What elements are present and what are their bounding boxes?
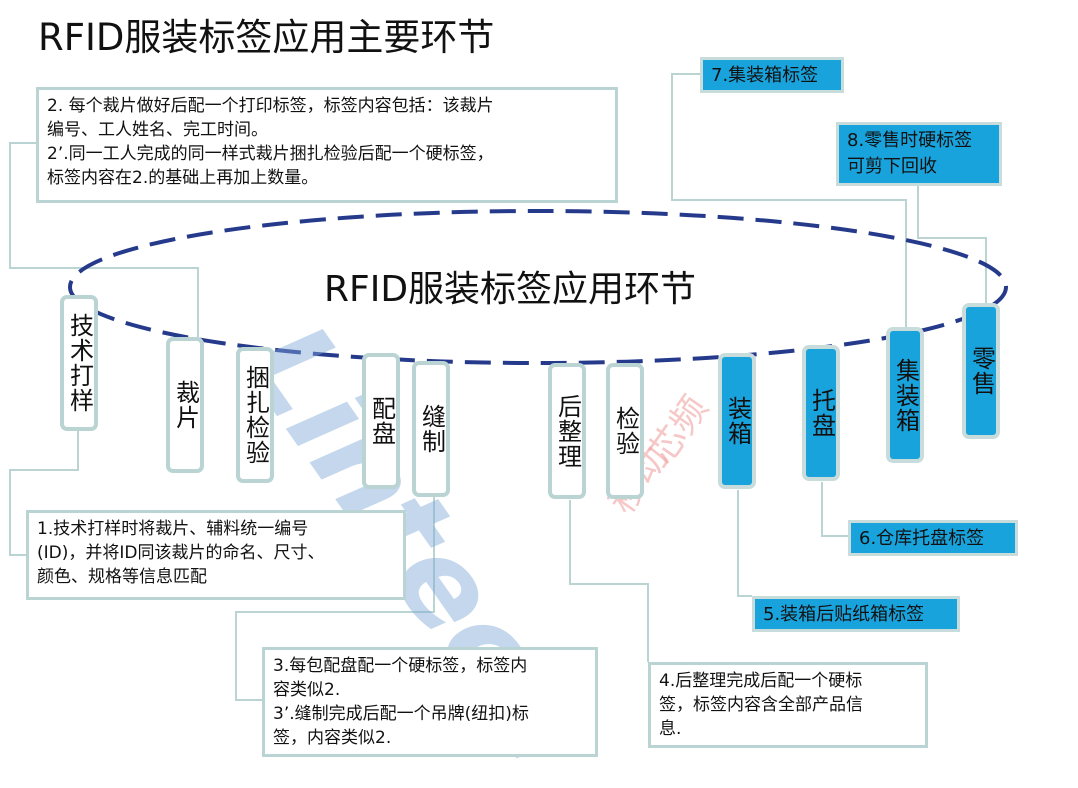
connector-n2-stage2 (9, 142, 199, 340)
stage-label: 零售 (967, 346, 996, 396)
note-line: 息. (659, 719, 682, 739)
connector-n5-stage8 (737, 490, 752, 597)
stage-label: 后整理 (553, 393, 582, 469)
connector-n6-stage9 (821, 482, 848, 537)
stage-label: 裁片 (171, 380, 200, 430)
stage-pallet: 托盘 (802, 345, 840, 481)
connector-layer (9, 73, 1008, 701)
connector-n8-stage11 (917, 184, 987, 304)
note-line: 签，内容类似2. (273, 728, 392, 748)
connector-n7-stage10 (671, 73, 907, 328)
note-line: 颜色、规格等信息匹配 (37, 567, 207, 587)
note-1-sample-id: 1.技术打样时将裁片、辅料统一编号 (ID)，并将ID同该裁片的命名、尺寸、 颜… (26, 510, 406, 600)
note-line: 编号、工人姓名、完工时间。 (47, 120, 268, 140)
stage-packing: 装箱 (718, 353, 756, 489)
stage-retail: 零售 (962, 303, 1000, 439)
page-title: RFID服装标签应用主要环节 (38, 16, 495, 59)
stage-bundle-inspection: 捆扎检验 (236, 347, 274, 483)
note-line: 标签内容在2.的基础上再加上数量。 (47, 168, 319, 188)
ellipse-title: RFID服装标签应用环节 (324, 269, 697, 310)
stage-label: 配盘 (367, 396, 396, 446)
note-4-finishing-label: 4.后整理完成后配一个硬标 签，标签内容含全部产品信 息. (648, 662, 928, 748)
stage-label: 捆扎检验 (241, 365, 270, 465)
connector-n1-stage1 (9, 428, 79, 556)
process-ellipse (68, 209, 1008, 365)
stage-container: 集装箱 (886, 327, 924, 463)
note-line: 3’.缝制完成后配一个吊牌(纽扣)标 (273, 704, 529, 724)
note-line: (ID)，并将ID同该裁片的命名、尺寸、 (37, 543, 325, 563)
stage-finishing: 后整理 (548, 363, 586, 499)
stage-label: 检验 (611, 406, 640, 456)
note-6-pallet-label: 6.仓库托盘标签 (848, 520, 1018, 556)
note-line: 2. 每个裁片做好后配一个打印标签，标签内容包括：该裁片 (47, 96, 494, 116)
note-7-container-label: 7.集装箱标签 (700, 57, 844, 93)
stage-technical-sample: 技术打样 (60, 295, 98, 431)
stage-distribution: 配盘 (362, 353, 400, 489)
note-line: 可剪下回收 (847, 156, 937, 177)
note-3-distribution-label: 3.每包配盘配一个硬标签，标签内 容类似2. 3’.缝制完成后配一个吊牌(纽扣)… (262, 647, 598, 757)
note-line: 签，标签内容含全部产品信 (659, 695, 863, 715)
stage-cutting: 裁片 (166, 337, 204, 473)
connector-n4-stage6 (569, 500, 649, 662)
note-line: 3.每包配盘配一个硬标签，标签内 (273, 656, 528, 676)
note-8-retail-label: 8.零售时硬标签 可剪下回收 (836, 122, 1002, 186)
connector-n3-stage5 (235, 490, 435, 701)
stage-sewing: 缝制 (412, 361, 450, 497)
note-line: 容类似2. (273, 680, 341, 700)
stage-quality-check: 检验 (606, 363, 644, 499)
stage-label: 缝制 (417, 404, 446, 454)
note-line: 1.技术打样时将裁片、辅料统一编号 (37, 519, 309, 539)
note-5-carton-label: 5.装箱后贴纸箱标签 (752, 596, 960, 632)
stage-label: 技术打样 (65, 313, 94, 413)
note-2-cutting-label: 2. 每个裁片做好后配一个打印标签，标签内容包括：该裁片 编号、工人姓名、完工时… (36, 87, 618, 203)
note-line: 2’.同一工人完成的同一样式裁片捆扎检验后配一个硬标签， (47, 144, 494, 164)
stage-label: 装箱 (723, 396, 752, 446)
note-line: 4.后整理完成后配一个硬标 (659, 671, 863, 691)
stage-label: 集装箱 (891, 357, 920, 433)
note-line: 8.零售时硬标签 (847, 130, 973, 151)
stage-label: 托盘 (807, 388, 836, 438)
